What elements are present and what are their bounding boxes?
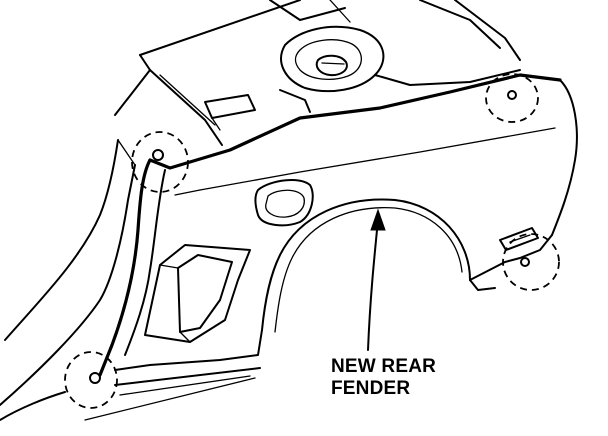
- fender-panel: [98, 73, 578, 377]
- callout-arrow: [367, 208, 386, 351]
- callout-line-2: FENDER: [331, 378, 411, 399]
- fuel-door: [254, 178, 314, 227]
- detail-circles: [64, 73, 560, 409]
- callout-label: NEW REAR FENDER: [331, 356, 436, 400]
- detail-circle-front-top: [131, 131, 189, 193]
- trunk-well: [279, 25, 521, 113]
- quarter-recess: [144, 244, 251, 343]
- detail-circle-front-bottom: [64, 351, 118, 409]
- detail-circle-rear-bottom: [502, 233, 560, 291]
- weld-points: [89, 90, 530, 384]
- callout-line-1: NEW REAR: [331, 356, 437, 377]
- inner-body-side: [0, 139, 261, 421]
- detail-circle-rear-top: [485, 73, 539, 123]
- trunk-bracket: [204, 94, 256, 131]
- rear-bracket: [499, 227, 539, 251]
- roof-pillar-structure: [114, 0, 521, 146]
